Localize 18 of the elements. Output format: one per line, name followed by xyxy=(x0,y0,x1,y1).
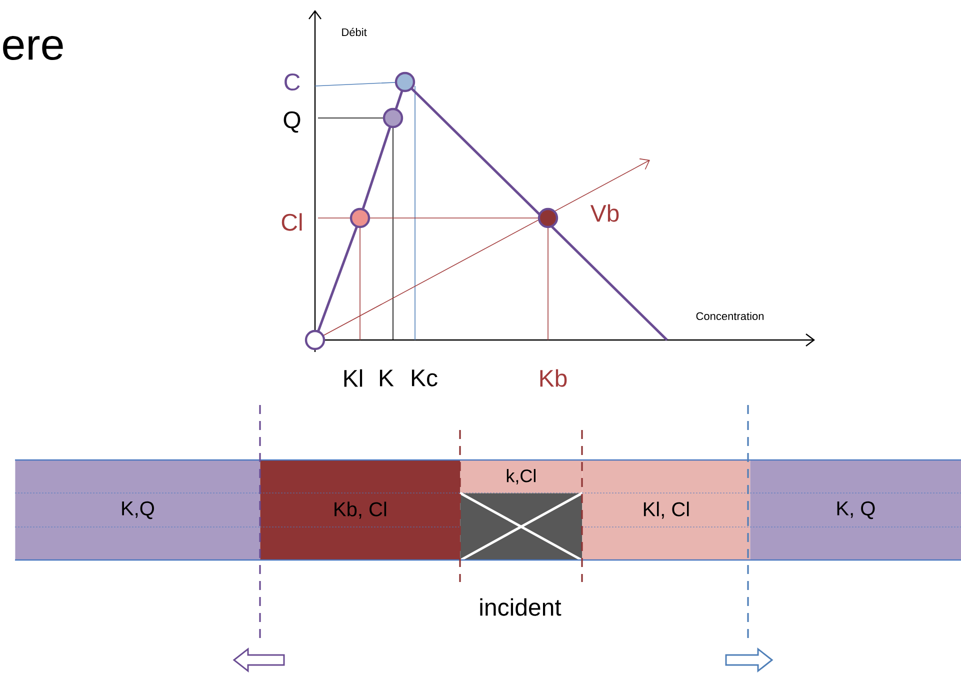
road-segment: K,Q xyxy=(14,459,260,561)
axis-value: Kc xyxy=(412,370,438,386)
line-label: Vb xyxy=(590,204,619,222)
axis-value: Kl xyxy=(344,369,362,387)
blocked-lane xyxy=(458,492,584,562)
axis-value: Kb xyxy=(540,369,567,387)
axis-value: C xyxy=(284,74,300,90)
road-segment: Kb, Cl xyxy=(260,459,460,561)
road-segment: Kl, Cl xyxy=(582,459,750,561)
axis-value: K xyxy=(380,370,394,386)
slide-fragment: ere xyxy=(3,36,63,60)
road-segment: K, Q xyxy=(750,459,961,561)
road-segment: k,Cl xyxy=(460,459,582,494)
axis-label: Concentration xyxy=(696,312,764,320)
axis-value: Q xyxy=(284,111,300,133)
axis-value: Cl xyxy=(282,213,302,231)
axis-label: Débit xyxy=(342,28,367,36)
caption: incident xyxy=(480,598,562,616)
